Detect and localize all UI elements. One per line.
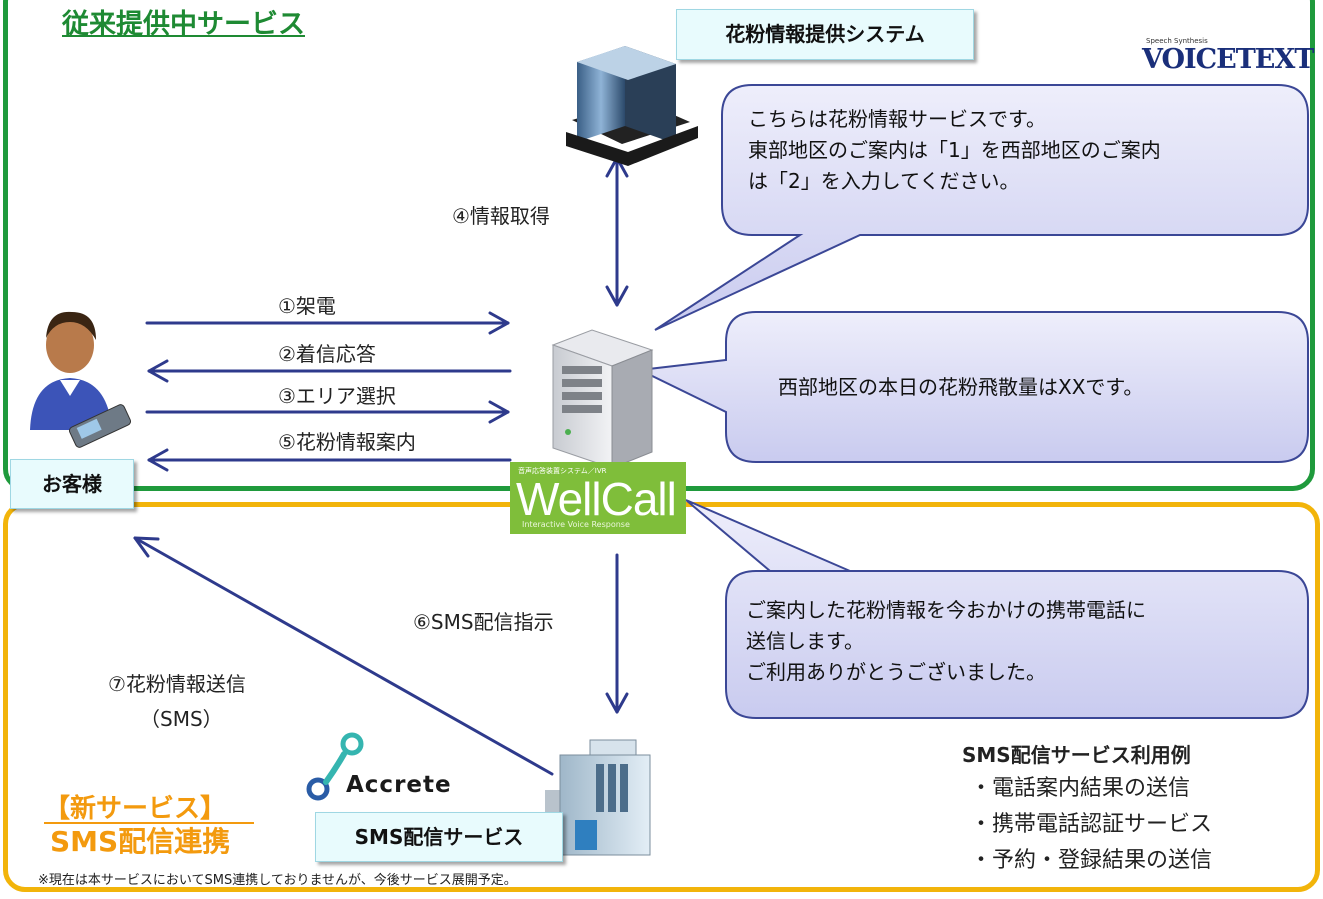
arrow-info-fetch (605, 156, 629, 307)
sms-example-item: ・予約・登録結果の送信 (970, 848, 1213, 873)
speech-bubble-1 (654, 84, 1309, 331)
new-service-title: 【新サービス】 (44, 794, 227, 824)
wellcall-wordmark: WellCall (516, 473, 677, 525)
wellcall-caption: 音声応答装置システム／IVR (518, 467, 607, 475)
speech-bubble-3 (685, 499, 1309, 719)
sms-service-label: SMS配信サービス (315, 812, 563, 862)
bubble-1-line: こちらは花粉情報サービスです。 (748, 107, 1046, 131)
pollen-system-label: 花粉情報提供システム (676, 9, 974, 60)
customer-avatar-icon (30, 311, 132, 448)
edge-label-sms-instruction: ⑥SMS配信指示 (413, 610, 554, 634)
edge-label-sms-send-sub: （SMS） (140, 707, 223, 731)
bubble-3-line: ご利用ありがとうございました。 (746, 660, 1046, 684)
arrow-sms-instruction (605, 553, 629, 714)
wellcall-subtitle: Interactive Voice Response (522, 520, 630, 529)
accrete-wordmark: Accrete (346, 772, 452, 798)
accrete-logo-icon (306, 732, 364, 801)
sms-example-item: ・電話案内結果の送信 (970, 776, 1191, 801)
arrow-call (145, 311, 510, 335)
new-service-divider (44, 822, 254, 824)
arrow-answer (147, 359, 512, 383)
bubble-1-line: は「2」を入力してください。 (748, 169, 1020, 193)
bubble-3-line: 送信します。 (746, 629, 864, 653)
edge-label-answer: ②着信応答 (278, 342, 376, 366)
arrow-area-select (145, 400, 510, 424)
bubble-2-text: 西部地区の本日の花粉飛散量はXXです。 (778, 375, 1144, 399)
arrow-sms-send (133, 536, 554, 776)
bubble-1-line: 東部地区のご案内は「1」を西部地区のご案内 (748, 138, 1161, 162)
voicetext-logo: Speech Synthesis VOICETEXT (1142, 36, 1314, 81)
current-service-title: 従来提供中サービス (62, 9, 305, 40)
voicetext-wordmark: VOICETEXT (1142, 44, 1314, 75)
speech-bubble-2 (636, 311, 1309, 463)
edge-label-info-fetch: ④情報取得 (452, 204, 550, 228)
voicetext-tagline: Speech Synthesis (1146, 37, 1208, 45)
new-service-subtitle: SMS配信連携 (50, 825, 231, 858)
wellcall-logo: 音声応答装置システム／IVR WellCall Interactive Voic… (510, 462, 686, 534)
sms-examples-title: SMS配信サービス利用例 (962, 743, 1191, 767)
sms-example-item: ・携帯電話認証サービス (970, 812, 1213, 837)
edge-label-pollen-guidance: ⑤花粉情報案内 (278, 430, 416, 454)
footnote: ※現在は本サービスにおいてSMS連携しておりませんが、今後サービス展開予定。 (38, 873, 517, 888)
bubble-3-line: ご案内した花粉情報を今おかけの携帯電話に (746, 598, 1146, 622)
office-building-icon (566, 46, 698, 166)
edge-label-call: ①架電 (278, 294, 336, 318)
arrow-pollen-guidance (147, 448, 512, 472)
accrete-logo: Accrete (300, 736, 480, 806)
edge-label-sms-send: ⑦花粉情報送信 (108, 672, 246, 696)
server-icon (551, 329, 654, 469)
bubble-1-text: こちらは花粉情報サービスです。 東部地区のご案内は「1」を西部地区のご案内 は「… (748, 104, 1161, 197)
edge-label-area-select: ③エリア選択 (278, 384, 396, 408)
customer-label: お客様 (10, 459, 134, 509)
bubble-3-text: ご案内した花粉情報を今おかけの携帯電話に 送信します。 ご利用ありがとうございま… (746, 595, 1146, 688)
